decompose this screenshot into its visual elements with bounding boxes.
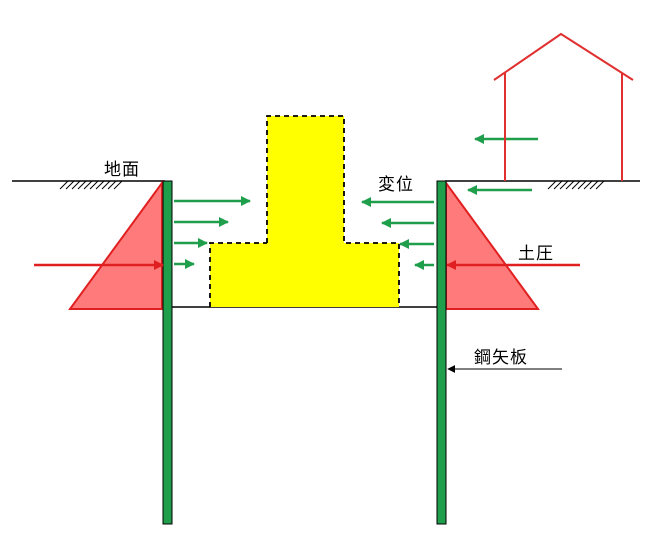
displacement-arrows-right	[361, 134, 538, 270]
sheet-pile-label: 鋼矢板	[474, 348, 528, 368]
footing-structure	[209, 115, 400, 307]
ground-hatching	[59, 180, 605, 190]
displacement-label: 変位	[378, 175, 414, 195]
earth-pressure-left-triangle	[68, 179, 163, 310]
earth-pressure-label: 土圧	[518, 244, 554, 264]
displacement-arrows-left	[174, 196, 251, 269]
ground-label: 地面	[104, 160, 140, 180]
sheet-pile-right	[436, 180, 447, 525]
house-outline-icon	[493, 32, 634, 181]
sheet-pile-left	[162, 180, 173, 525]
